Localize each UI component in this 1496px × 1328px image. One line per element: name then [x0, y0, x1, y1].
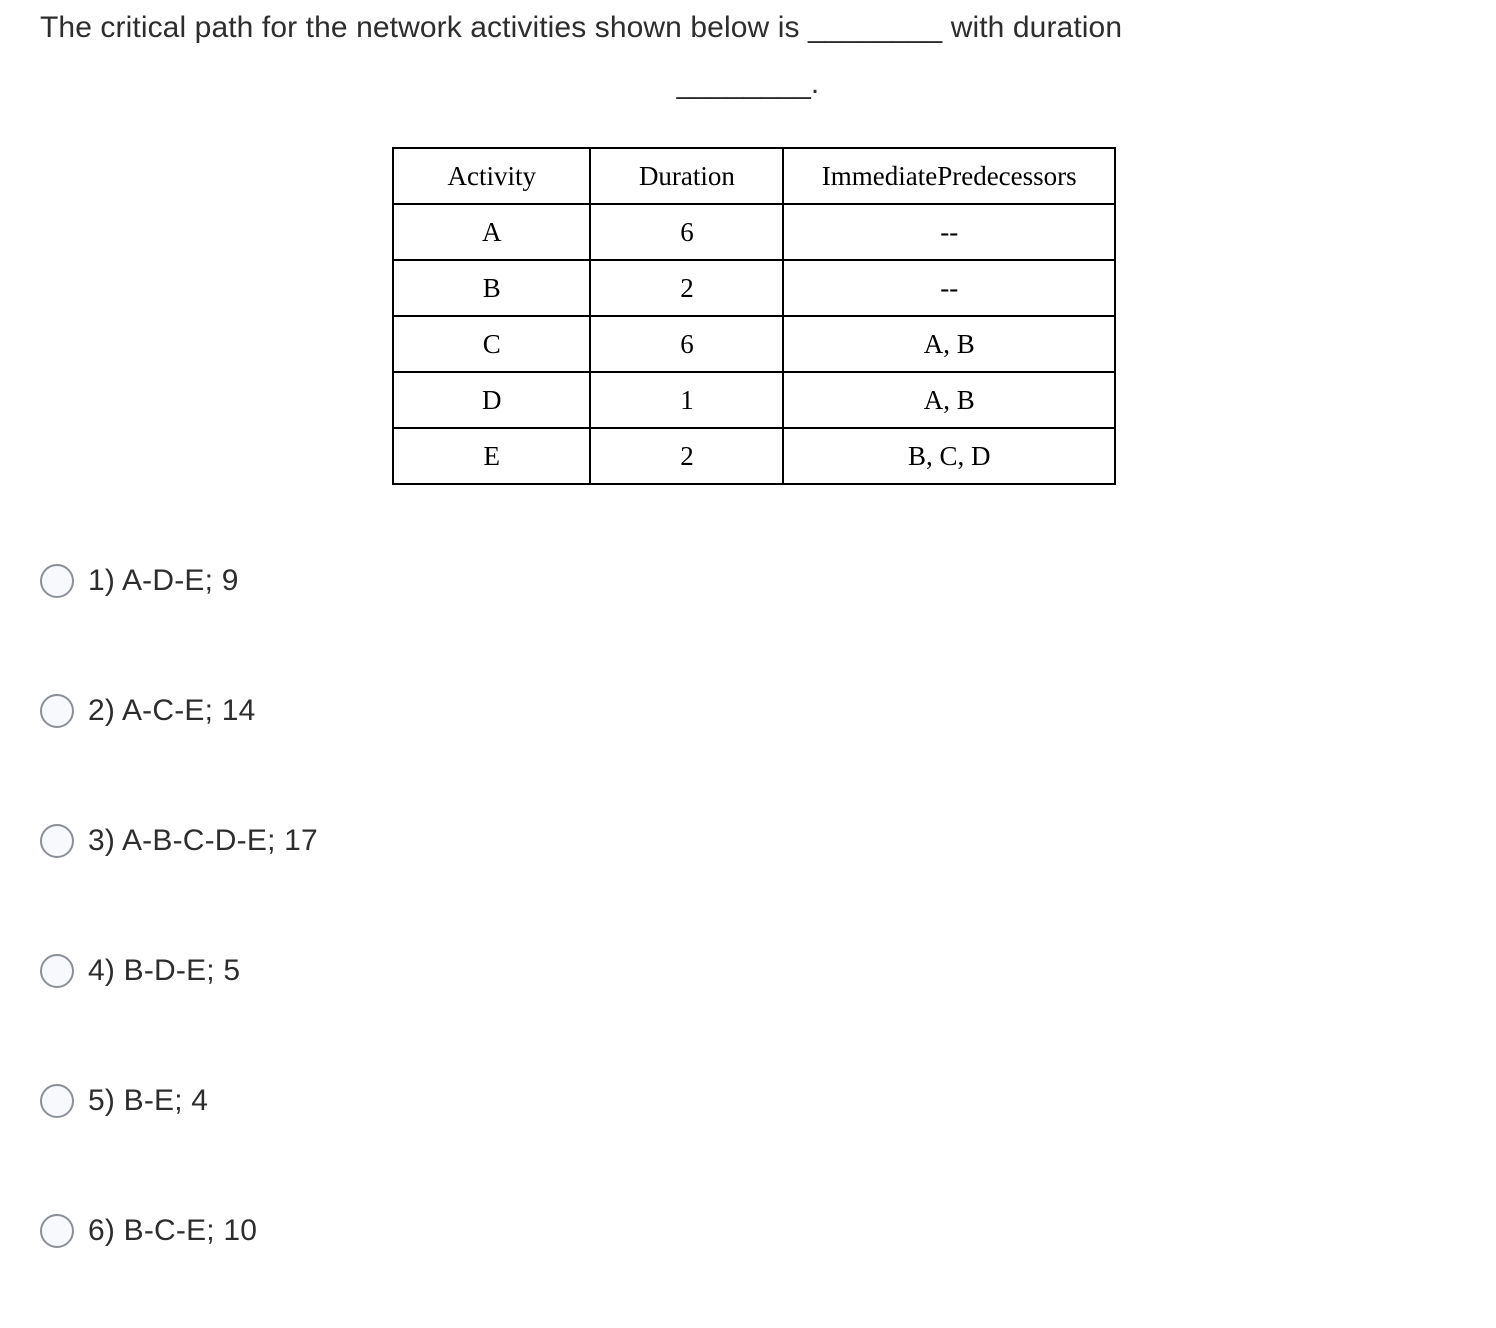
cell-predecessors: A, B: [782, 315, 1116, 373]
option-label-6[interactable]: 6) B-C-E; 10: [88, 1214, 258, 1247]
activity-table: Activity Duration ImmediatePredecessors …: [391, 147, 1116, 485]
radio-button-icon-4[interactable]: [40, 954, 74, 988]
radio-button-icon-6[interactable]: [40, 1214, 74, 1248]
question-stem: The critical path for the network activi…: [0, 0, 1496, 112]
cell-activity: C: [391, 315, 592, 373]
cell-activity: B: [391, 259, 592, 317]
table-row: C 6 A, B: [391, 315, 1116, 373]
radio-button-icon-1[interactable]: [40, 564, 74, 598]
cell-duration: 6: [589, 315, 785, 373]
cell-predecessors: B, C, D: [782, 427, 1116, 485]
cell-predecessors: A, B: [782, 371, 1116, 429]
option-label-4[interactable]: 4) B-D-E; 5: [88, 954, 241, 987]
option-row-3[interactable]: 3) A-B-C-D-E; 17: [40, 808, 1040, 874]
cell-activity: A: [391, 203, 592, 261]
cell-duration: 1: [589, 371, 785, 429]
column-header-immediate-predecessors: ImmediatePredecessors: [782, 147, 1116, 205]
radio-button-icon-5[interactable]: [40, 1084, 74, 1118]
cell-duration: 2: [589, 427, 785, 485]
option-row-2[interactable]: 2) A-C-E; 14: [40, 678, 1040, 744]
cell-duration: 2: [589, 259, 785, 317]
activity-table-container: Activity Duration ImmediatePredecessors …: [391, 147, 1116, 485]
option-label-2[interactable]: 2) A-C-E; 14: [88, 694, 256, 727]
option-label-3[interactable]: 3) A-B-C-D-E; 17: [88, 824, 318, 857]
table-row: D 1 A, B: [391, 371, 1116, 429]
radio-button-icon-2[interactable]: [40, 694, 74, 728]
option-row-6[interactable]: 6) B-C-E; 10: [40, 1198, 1040, 1264]
table-row: B 2 --: [391, 259, 1116, 317]
cell-predecessors: --: [782, 203, 1116, 261]
answer-options-list: 1) A-D-E; 9 2) A-C-E; 14 3) A-B-C-D-E; 1…: [40, 548, 1040, 1328]
option-row-5[interactable]: 5) B-E; 4: [40, 1068, 1040, 1134]
table-row: E 2 B, C, D: [391, 427, 1116, 485]
option-label-5[interactable]: 5) B-E; 4: [88, 1084, 209, 1117]
column-header-duration: Duration: [589, 147, 785, 205]
question-stem-line-1: The critical path for the network activi…: [40, 11, 1123, 44]
table-header-row: Activity Duration ImmediatePredecessors: [391, 147, 1116, 205]
table-row: A 6 --: [391, 203, 1116, 261]
cell-predecessors: --: [782, 259, 1116, 317]
option-row-1[interactable]: 1) A-D-E; 9: [40, 548, 1040, 614]
radio-button-icon-3[interactable]: [40, 824, 74, 858]
cell-activity: E: [391, 427, 592, 485]
cell-activity: D: [391, 371, 592, 429]
question-stem-line-2: ________.: [676, 67, 820, 100]
option-row-4[interactable]: 4) B-D-E; 5: [40, 938, 1040, 1004]
cell-duration: 6: [589, 203, 785, 261]
option-label-1[interactable]: 1) A-D-E; 9: [88, 564, 239, 597]
column-header-activity: Activity: [391, 147, 592, 205]
